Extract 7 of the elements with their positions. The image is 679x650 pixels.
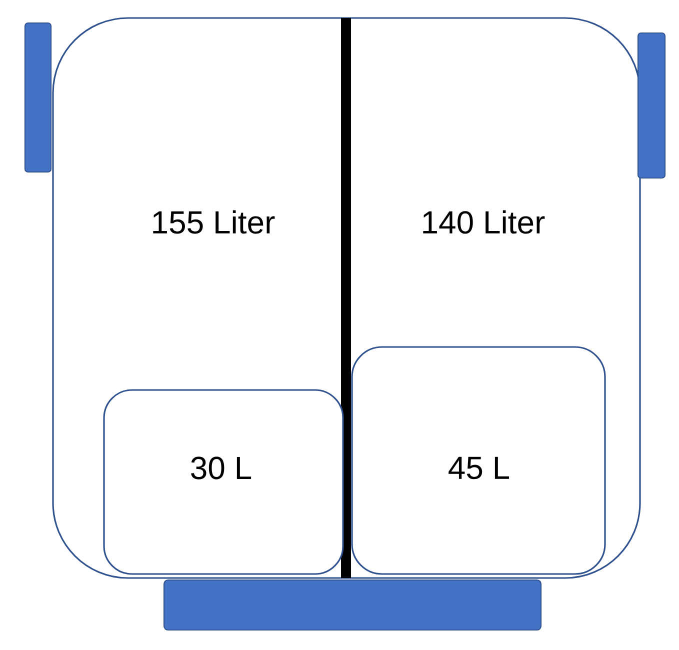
- handle-bar: [637, 32, 666, 179]
- volume-label: 155 Liter: [153, 210, 275, 234]
- base-bar: [163, 579, 542, 631]
- handle-bar: [24, 22, 52, 173]
- volume-label: 140 Liter: [423, 210, 545, 234]
- volume-label: 45 L: [448, 456, 510, 480]
- volume-label: 30 L: [191, 456, 252, 480]
